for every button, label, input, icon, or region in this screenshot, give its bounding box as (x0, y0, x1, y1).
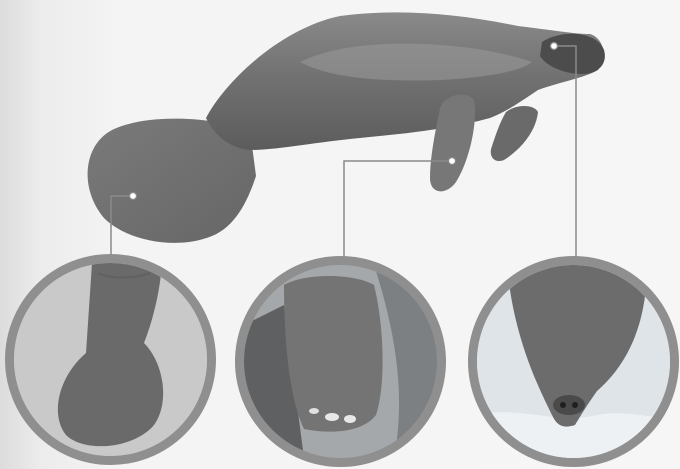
manatee-body (206, 12, 604, 150)
tail-closeup (5, 254, 216, 465)
flipper-closeup-icon (244, 265, 437, 458)
flipper-closeup (235, 256, 446, 467)
snout-marker (551, 43, 558, 50)
snout-closeup (468, 256, 679, 467)
flipper-marker (449, 158, 456, 165)
snout-closeup-icon (477, 265, 670, 458)
tail-fluke-closeup-icon (14, 263, 207, 456)
tail-marker (130, 193, 137, 200)
